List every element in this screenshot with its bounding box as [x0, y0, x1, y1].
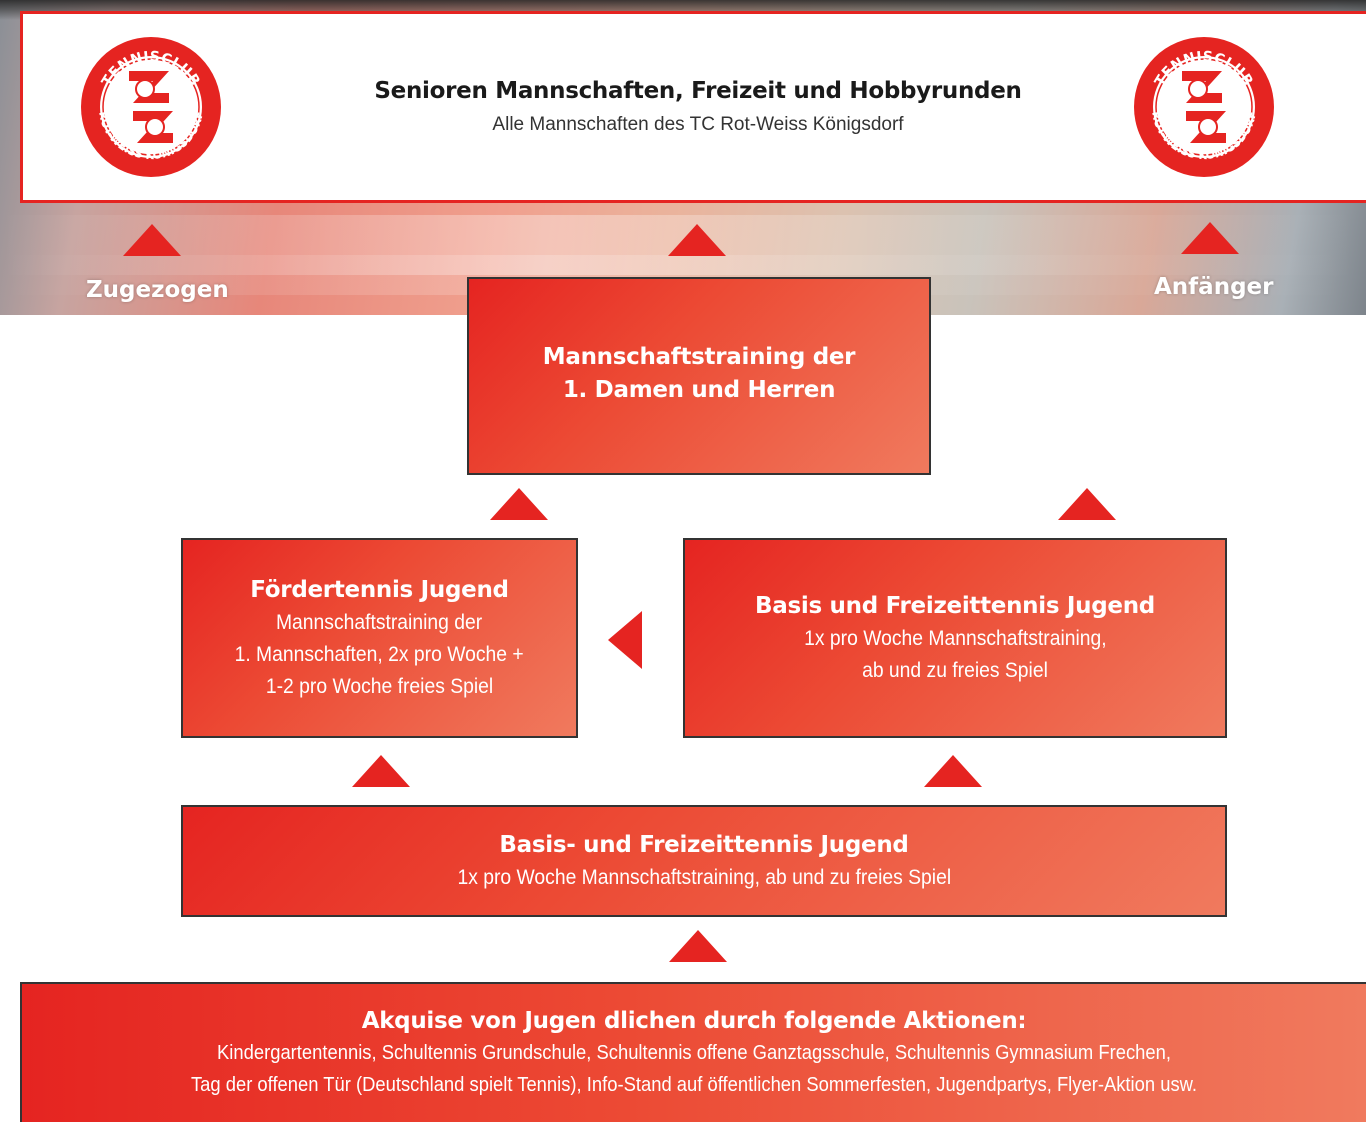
box-text-line1: Kindergartentennis, Schultennis Grundsch… [217, 1042, 1171, 1064]
arrow-up-to-foerder [352, 755, 410, 787]
arrow-up-to-top-right [1058, 488, 1116, 520]
arrow-up-center [668, 224, 726, 256]
box-akquise: Akquise von Jugen dlichen durch folgende… [20, 982, 1366, 1122]
box-mannschaftstraining-damen-herren: Mannschaftstraining der 1. Damen und Her… [467, 277, 931, 475]
club-logo-right: TENNISCLUB ROT-WEISS KÖNIGSDORF [1134, 37, 1274, 177]
box-text-line2: ab und zu freies Spiel [862, 659, 1048, 682]
box-text-line1: 1x pro Woche Mannschaftstraining, ab und… [457, 865, 951, 889]
arrow-up-left [123, 224, 181, 256]
box-title-line1: Mannschaftstraining der [542, 344, 856, 370]
logo-emblem [1182, 71, 1226, 143]
box-text-line2: 1. Mannschaften, 2x pro Woche + [234, 643, 525, 666]
box-text-line2: Tag der offenen Tür (Deutschland spielt … [190, 1074, 1198, 1096]
label-zugezogen: Zugezogen [86, 277, 229, 303]
logo-emblem [129, 71, 173, 143]
box-text-line1: 1x pro Woche Mannschaftstraining, [803, 627, 1107, 650]
box-title-line2: 1. Damen und Herren [562, 377, 836, 403]
box-basis-freizeittennis-wide: Basis- und Freizeittennis Jugend 1x pro … [181, 805, 1227, 917]
club-logo-left: TENNISCLUB ROT-WEISS KÖNIGSDORF [81, 37, 221, 177]
arrow-up-to-basis-right [924, 755, 982, 787]
box-basis-freizeittennis-right: Basis und Freizeittennis Jugend 1x pro W… [683, 538, 1227, 738]
box-foerdertennis-jugend: Fördertennis Jugend Mannschaftstraining … [181, 538, 578, 738]
arrow-left [608, 611, 642, 669]
header-subtitle: Alle Mannschaften des TC Rot-Weiss König… [492, 114, 904, 135]
arrow-up-to-basis-wide [669, 930, 727, 962]
arrow-up-to-top-left [490, 488, 548, 520]
box-title: Fördertennis Jugend [250, 577, 509, 603]
box-title: Akquise von Jugen dlichen durch folgende… [361, 1008, 1027, 1034]
box-text-line1: Mannschaftstraining der [276, 611, 483, 634]
arrow-up-right [1181, 222, 1239, 254]
box-text-line3: 1-2 pro Woche freies Spiel [265, 675, 494, 698]
label-anfaenger: Anfänger [1154, 274, 1274, 300]
box-title: Basis- und Freizeittennis Jugend [499, 831, 909, 858]
header-title: Senioren Mannschaften, Freizeit und Hobb… [374, 78, 1022, 104]
box-title: Basis und Freizeittennis Jugend [755, 593, 1155, 619]
